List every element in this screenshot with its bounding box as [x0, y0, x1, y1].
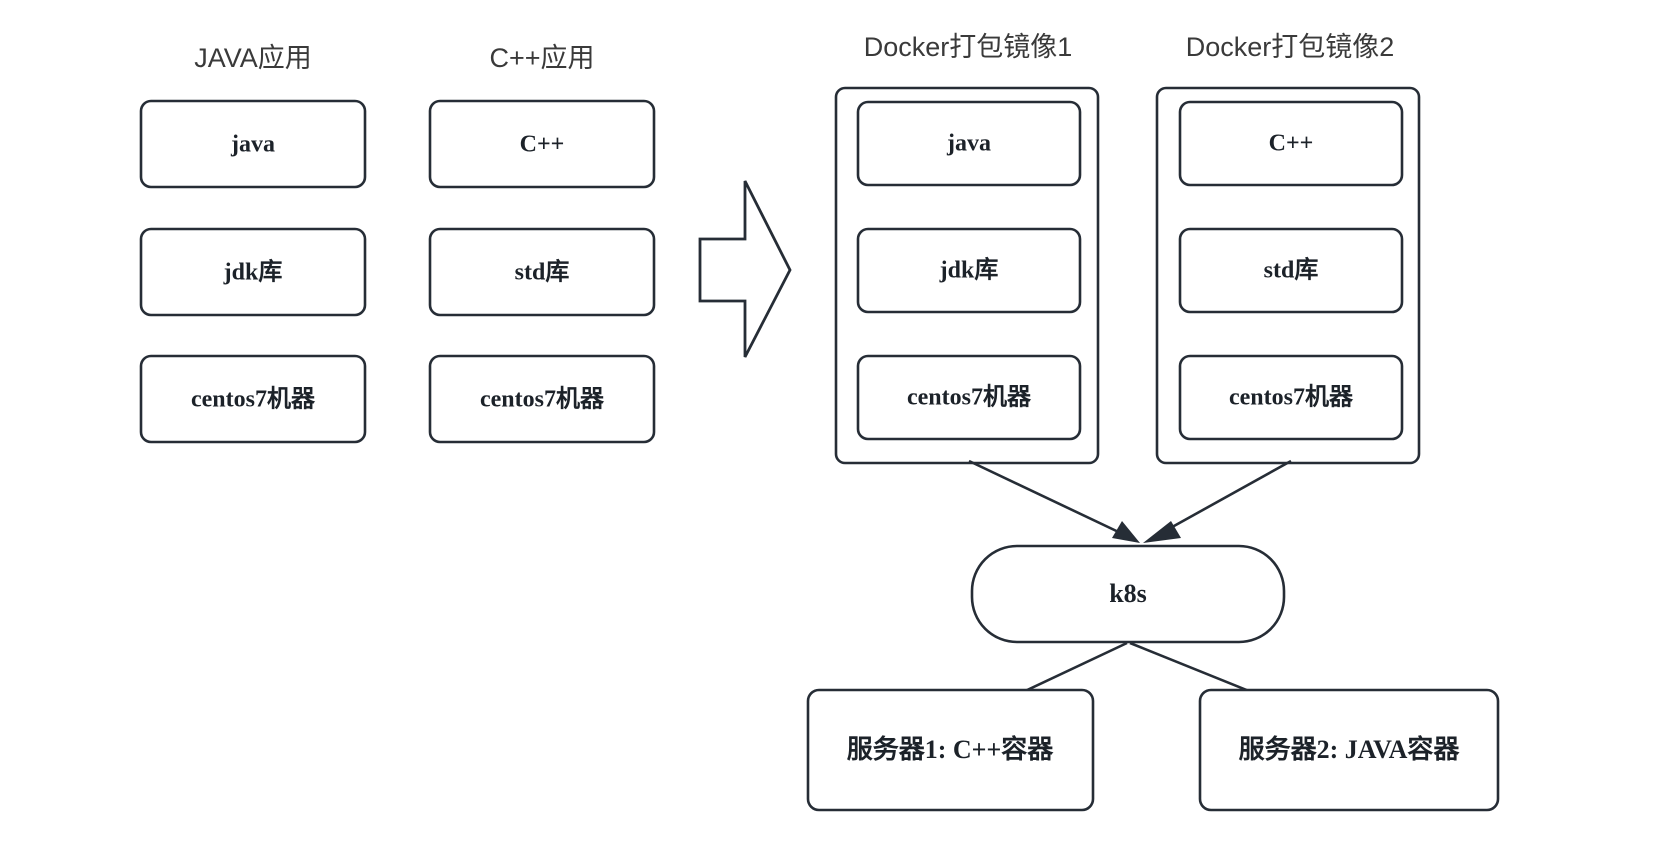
group-title-docker-image-2: Docker打包镜像2: [1186, 32, 1395, 62]
box-cpp-app-cpp[interactable]: [428, 99, 656, 189]
box-label-java-app-centos7: centos7机器: [191, 386, 316, 413]
box-docker2-cpp[interactable]: [1178, 100, 1404, 187]
box-docker1-centos7[interactable]: [856, 354, 1082, 441]
edge-docker1-to-k8s-arrowhead: [1112, 521, 1140, 543]
group-title-cpp-app: C++应用: [489, 43, 594, 73]
box-cpp-app-centos7[interactable]: [428, 354, 656, 444]
node-server-1[interactable]: [806, 688, 1095, 812]
box-docker1-jdk[interactable]: [856, 227, 1082, 314]
node-server-2[interactable]: [1198, 688, 1500, 812]
group-title-docker-image-1: Docker打包镜像1: [864, 32, 1073, 62]
edge-docker1-to-k8s: [968, 459, 1128, 538]
node-label-server-1: 服务器1: C++容器: [847, 734, 1055, 764]
box-label-docker2-cpp: C++: [1269, 131, 1314, 157]
box-label-docker2-std: std库: [1264, 257, 1319, 284]
box-label-docker1-jdk: jdk库: [939, 257, 999, 284]
edge-docker2-to-k8s: [1155, 459, 1292, 538]
node-label-server-2: 服务器2: JAVA容器: [1239, 734, 1461, 764]
box-label-java-app-jdk: jdk库: [223, 259, 283, 286]
box-label-docker1-java: java: [946, 131, 991, 157]
box-java-app-centos7[interactable]: [139, 354, 367, 444]
box-docker2-centos7[interactable]: [1178, 354, 1404, 441]
box-label-docker1-centos7: centos7机器: [907, 384, 1032, 411]
edge-docker2-to-k8s-arrowhead: [1143, 521, 1181, 543]
box-java-app-jdk[interactable]: [139, 227, 367, 317]
node-k8s[interactable]: [970, 544, 1286, 644]
box-label-cpp-app-cpp: C++: [520, 132, 565, 158]
box-label-docker2-centos7: centos7机器: [1229, 384, 1354, 411]
box-java-app-java[interactable]: [139, 99, 367, 189]
rightward-block-arrow-icon: [698, 180, 792, 358]
box-docker1-java[interactable]: [856, 100, 1082, 187]
box-cpp-app-std[interactable]: [428, 227, 656, 317]
box-docker2-std[interactable]: [1178, 227, 1404, 314]
node-label-k8s: k8s: [1109, 579, 1147, 608]
box-label-cpp-app-std: std库: [515, 259, 570, 286]
box-label-cpp-app-centos7: centos7机器: [480, 386, 605, 413]
box-label-java-app-java: java: [230, 132, 275, 158]
group-title-java-app: JAVA应用: [194, 43, 312, 73]
